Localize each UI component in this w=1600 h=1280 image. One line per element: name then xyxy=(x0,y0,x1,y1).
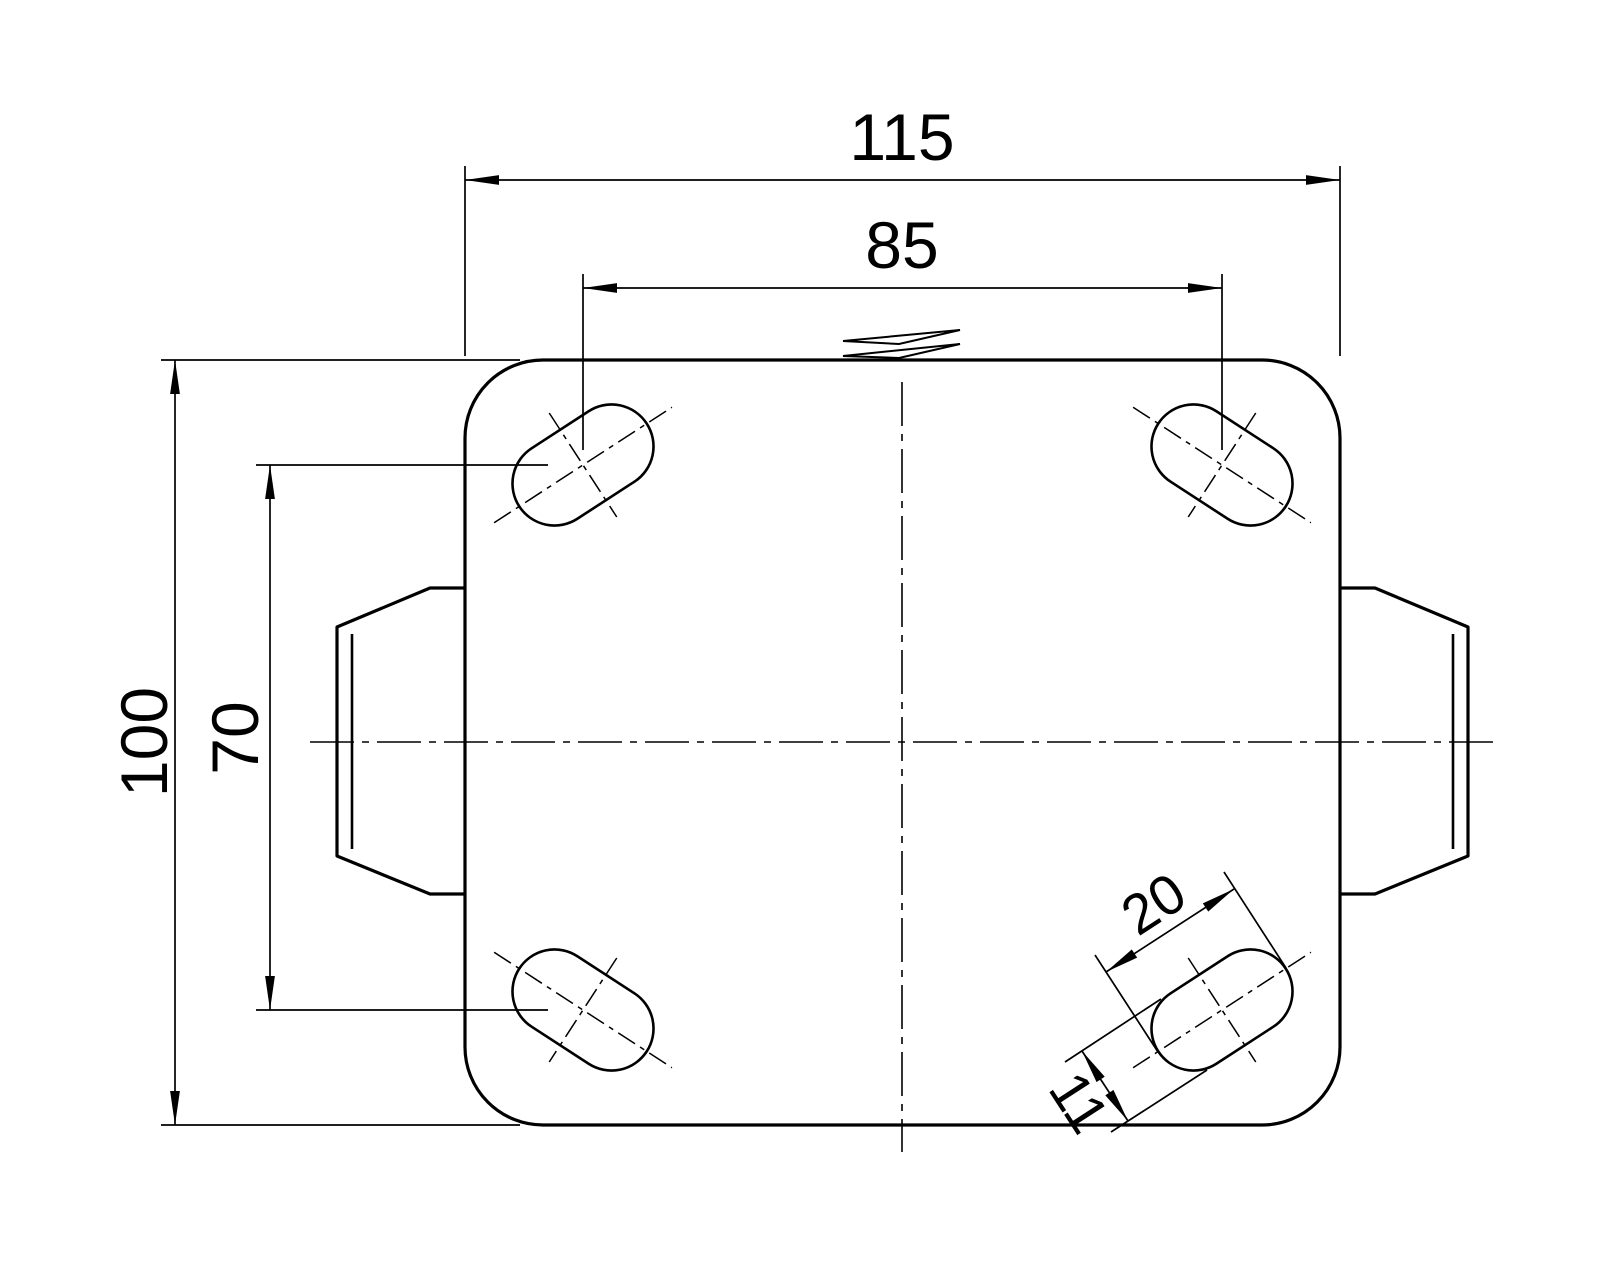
thread-symbol-lower xyxy=(842,343,961,360)
slot-cross-centerline xyxy=(1187,412,1257,518)
dimension-bolt-spacing-horizontal-label: 85 xyxy=(865,208,938,282)
bolt-slot-top-left xyxy=(493,403,673,527)
wheel-left xyxy=(335,586,466,896)
slot-cross-centerline xyxy=(548,412,618,518)
dimension-bolt-spacing-vertical: 70 xyxy=(198,464,548,1011)
slot-cross-centerline xyxy=(1187,957,1257,1063)
dimension-plate-width-label: 115 xyxy=(849,100,954,174)
extension-line xyxy=(1064,998,1162,1063)
extension-line xyxy=(1223,871,1287,969)
dimension-slot-length-label: 20 xyxy=(1110,860,1197,947)
dimension-slot-width-label: 11 xyxy=(1037,1061,1122,1144)
slot-axis-centerline xyxy=(1132,951,1312,1069)
wheel-right xyxy=(1339,586,1470,896)
dimension-slot-width: 11 xyxy=(1037,998,1208,1144)
dimension-plate-height: 100 xyxy=(107,359,520,1126)
slot-axis-centerline xyxy=(1132,406,1312,524)
dimension-plate-width: 115 xyxy=(464,100,1341,356)
dimension-plate-height-label: 100 xyxy=(107,687,181,797)
thread-symbol xyxy=(842,329,961,360)
mounting-plate-outline xyxy=(463,358,1342,1127)
dimension-line xyxy=(1081,1050,1129,1122)
bolt-slot-outline xyxy=(1150,948,1294,1072)
extension-line xyxy=(1110,1069,1208,1133)
dimension-bolt-spacing-horizontal: 85 xyxy=(582,208,1223,450)
extension-line xyxy=(1094,954,1159,1053)
bolt-slot-top-right xyxy=(1132,403,1312,527)
slot-axis-centerline xyxy=(493,406,673,524)
wheel-left-outline xyxy=(335,586,466,896)
dimension-bolt-spacing-vertical-label: 70 xyxy=(198,701,272,774)
thread-symbol-upper xyxy=(842,329,961,346)
dimension-line xyxy=(1105,888,1235,973)
slot-axis-centerline xyxy=(493,951,673,1069)
wheel-right-outline xyxy=(1339,586,1470,896)
slot-cross-centerline xyxy=(548,957,618,1063)
bolt-slot-bottom-left xyxy=(493,948,673,1072)
centerlines xyxy=(310,382,1500,1152)
